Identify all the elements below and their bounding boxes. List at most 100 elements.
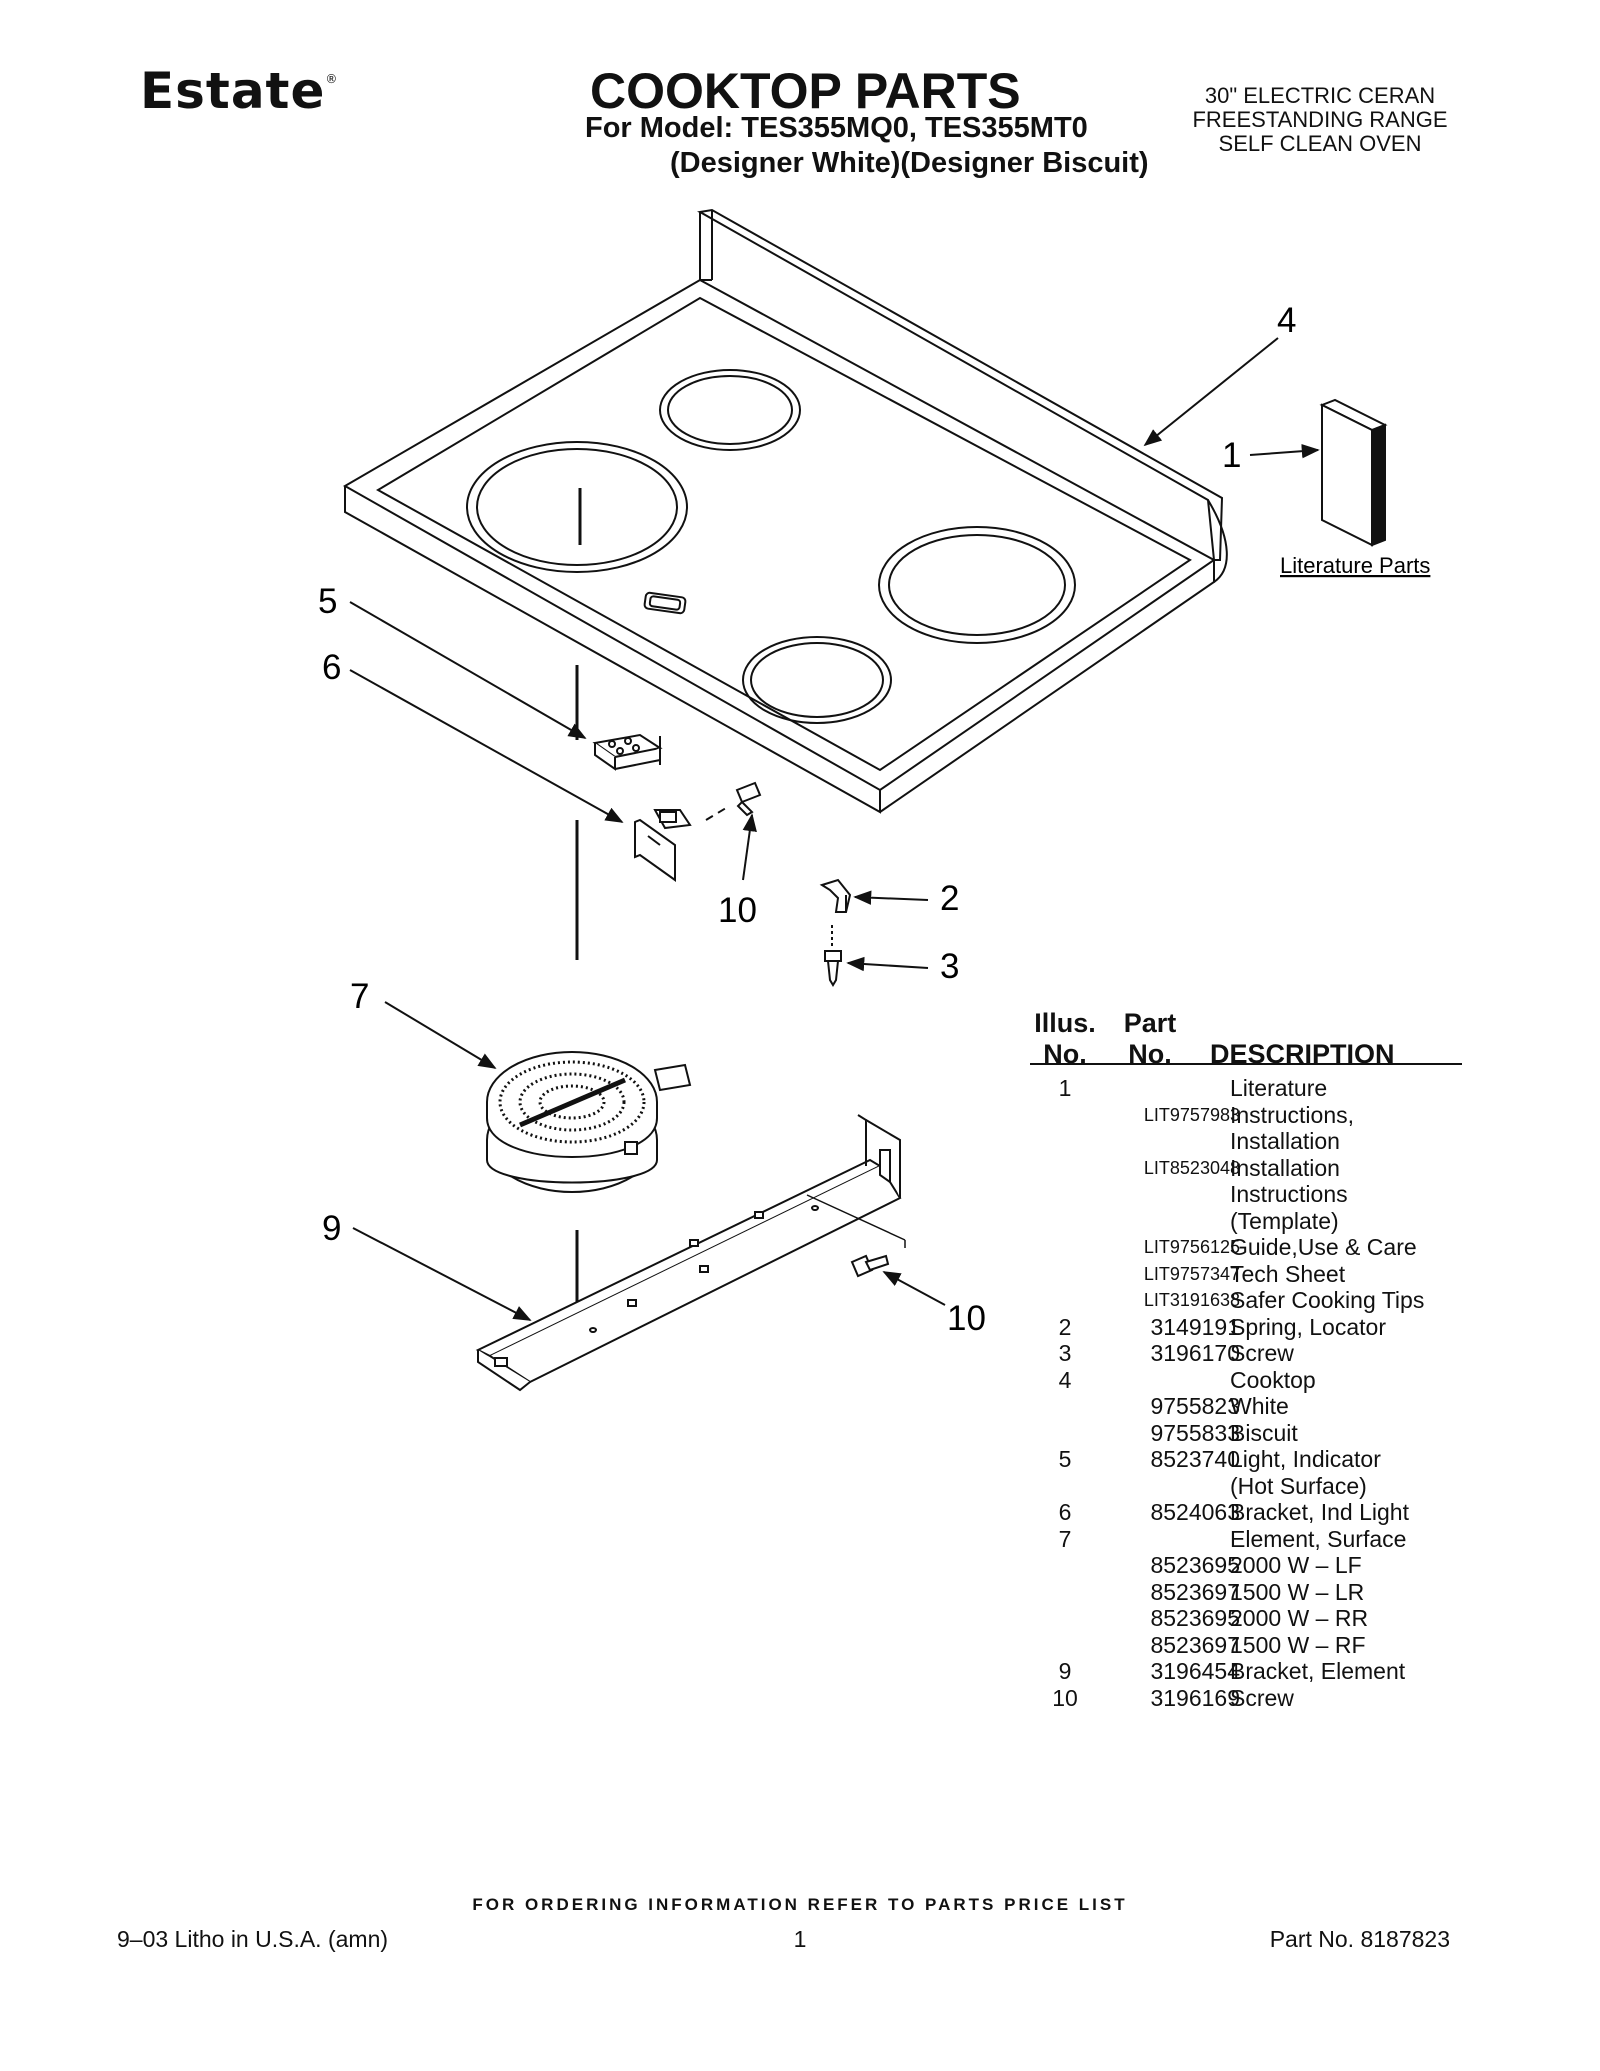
appliance-description: 30" ELECTRIC CERAN FREESTANDING RANGE SE…: [1170, 84, 1470, 156]
part-description: Bracket, Ind Light: [1230, 1499, 1409, 1525]
burner-left-front: [466, 441, 688, 573]
registered-mark: ®: [325, 72, 339, 86]
part-description: Bracket, Element: [1230, 1658, 1406, 1684]
part-number: 3149191: [1150, 1313, 1240, 1340]
screw-upper-part: [735, 781, 762, 817]
ordering-note: FOR ORDERING INFORMATION REFER TO PARTS …: [472, 1895, 1128, 1914]
part-description: Screw: [1230, 1684, 1294, 1711]
table-row: 7 Element, Surface: [1030, 1526, 1470, 1553]
part-number: 3196170: [1150, 1340, 1240, 1366]
part-description: Cooktop: [1230, 1366, 1316, 1393]
part-number: 8523740: [1150, 1446, 1240, 1472]
part-description: Guide,Use & Care: [1230, 1234, 1417, 1260]
literature-parts-label: Literature Parts: [1280, 553, 1430, 578]
part-description: Biscuit: [1230, 1419, 1298, 1446]
part-description: Element, Surface: [1230, 1525, 1407, 1552]
cooktop-part: [342, 208, 1228, 814]
page-number: 1: [793, 1926, 807, 1952]
part-description: 2000 W – RR: [1230, 1605, 1369, 1631]
callout-6: 6: [322, 648, 341, 687]
burner-left-rear: [659, 369, 801, 451]
table-header-rule: [1030, 1063, 1462, 1065]
part-description: Instructions,: [1230, 1101, 1354, 1128]
model-line: For Model: TES355MQ0, TES355MT0: [585, 112, 1088, 144]
indicator-bracket-part: [634, 809, 692, 882]
part-number: 9755833: [1150, 1419, 1240, 1446]
description-line: 30" ELECTRIC CERAN: [1204, 83, 1436, 108]
part-description: Installation: [1230, 1154, 1340, 1181]
description-line: FREESTANDING RANGE: [1192, 107, 1448, 132]
litho-note: 9–03 Litho in U.S.A. (amn): [117, 1926, 389, 1952]
illus-number: 7: [1058, 1525, 1072, 1552]
table-row: 4 Cooktop: [1030, 1367, 1470, 1394]
callout-4: 4: [1277, 301, 1296, 340]
description-line: SELF CLEAN OVEN: [1218, 131, 1422, 156]
indicator-light-part: [592, 733, 663, 771]
header-part: Part No.: [1123, 1008, 1177, 1069]
part-description: Safer Cooking Tips: [1230, 1287, 1425, 1313]
element-bracket-part: [475, 1114, 906, 1392]
part-number: LIT9757347: [1143, 1263, 1240, 1284]
part-description: (Hot Surface): [1230, 1472, 1367, 1499]
part-description: Light, Indicator: [1230, 1446, 1381, 1472]
part-description: Screw: [1230, 1340, 1294, 1366]
illus-number: 10: [1052, 1684, 1078, 1711]
page-title: COOKTOP PARTS: [590, 63, 1021, 119]
table-row: (Hot Surface): [1030, 1473, 1470, 1500]
part-number: 9755823: [1150, 1393, 1240, 1419]
burner-right-front: [742, 636, 892, 724]
illus-number: 6: [1058, 1499, 1072, 1525]
part-number: 8523695: [1150, 1552, 1240, 1578]
part-description: White: [1230, 1393, 1289, 1419]
part-number: 8524063: [1150, 1499, 1240, 1525]
part-description: (Template): [1230, 1207, 1339, 1234]
illus-number: 9: [1058, 1658, 1072, 1684]
part-number: 3196454: [1150, 1658, 1240, 1684]
callout-10-upper: 10: [718, 891, 757, 930]
part-description: Literature: [1230, 1075, 1328, 1101]
part-number: 8523697: [1150, 1578, 1240, 1605]
variant-line: (Designer White)(Designer Biscuit): [670, 147, 1149, 179]
header-description: DESCRIPTION: [1210, 1039, 1395, 1069]
screw-locator-part: [824, 925, 842, 987]
part-description: 2000 W – LF: [1230, 1552, 1362, 1578]
part-number: LIT3191638: [1143, 1290, 1240, 1310]
callout-5: 5: [318, 582, 337, 621]
callout-3: 3: [940, 947, 959, 986]
callout-7: 7: [350, 977, 369, 1016]
document-part-number: Part No. 8187823: [1269, 1926, 1450, 1952]
callout-2: 2: [940, 879, 959, 918]
spring-locator-part: [819, 878, 852, 913]
illus-number: 2: [1058, 1313, 1072, 1340]
illus-number: 4: [1058, 1366, 1072, 1393]
brand-logo: Estate®: [140, 62, 339, 120]
literature-parts: [1319, 398, 1388, 547]
part-description: Instructions: [1230, 1181, 1348, 1207]
part-description: 1500 W – LR: [1230, 1578, 1365, 1605]
part-number: LIT8523048: [1143, 1157, 1240, 1178]
callout-10-lower: 10: [947, 1299, 986, 1338]
table-row: (Template): [1030, 1208, 1470, 1235]
illus-number: 3: [1058, 1340, 1072, 1366]
table-row: Instructions: [1030, 1181, 1470, 1208]
part-number: LIT9757983: [1143, 1104, 1240, 1125]
callout-1: 1: [1222, 436, 1241, 475]
callout-9: 9: [322, 1209, 341, 1248]
